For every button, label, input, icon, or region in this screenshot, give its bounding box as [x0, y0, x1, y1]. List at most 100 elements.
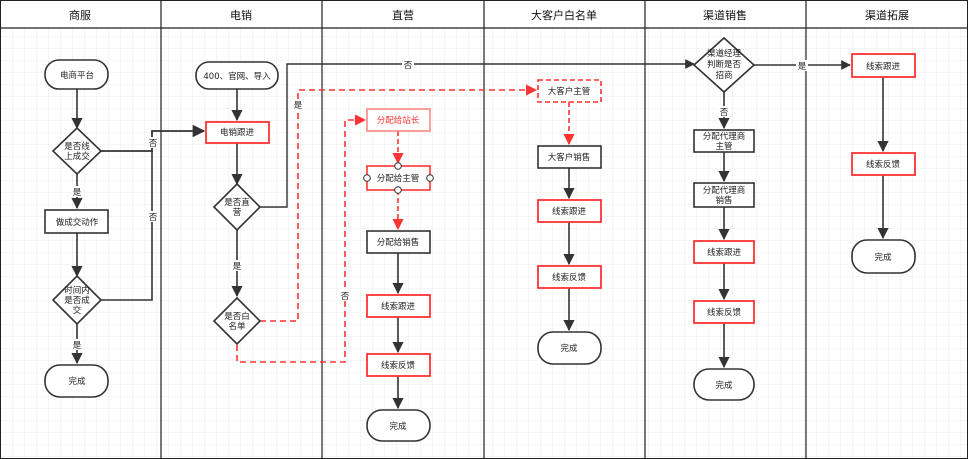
node-do-deal-action[interactable]: 做成交动作 — [44, 209, 109, 234]
connection-handle[interactable] — [363, 174, 371, 182]
lane-header-channel-expand: 渠道拓展 — [865, 8, 909, 22]
node-ka-lead-follow[interactable]: 线索跟进 — [537, 199, 602, 223]
svg-text:完成: 完成 — [560, 343, 578, 354]
lane-header-channel-sales: 渠道销售 — [703, 8, 747, 22]
node-channel-lead-feedback[interactable]: 线索反馈 — [693, 300, 755, 324]
svg-text:是否成: 是否成 — [64, 295, 90, 306]
node-assign-station-head[interactable]: 分配给站长 — [366, 108, 431, 132]
svg-text:销售: 销售 — [715, 195, 732, 206]
edge-label-no: 否 — [149, 213, 158, 223]
decision-is-whitelist[interactable]: 是否白 名单 — [212, 296, 262, 346]
node-expand-lead-feedback[interactable]: 线索反馈 — [851, 152, 916, 176]
node-done-expand[interactable]: 完成 — [851, 239, 916, 274]
svg-text:做成交动作: 做成交动作 — [56, 217, 99, 228]
node-direct-lead-follow[interactable]: 线索跟进 — [366, 294, 431, 318]
svg-text:分配给主管: 分配给主管 — [377, 173, 420, 184]
svg-text:完成: 完成 — [874, 252, 892, 263]
svg-text:分配代理商: 分配代理商 — [703, 185, 746, 196]
svg-text:主管: 主管 — [715, 141, 732, 152]
svg-text:上成交: 上成交 — [64, 151, 90, 162]
decision-deal-in-time[interactable]: 时间内 是否成 交 — [51, 274, 103, 326]
connection-handle[interactable] — [426, 174, 434, 182]
edge-label-yes: 是 — [294, 101, 303, 111]
svg-text:400、官网、导入: 400、官网、导入 — [203, 71, 271, 82]
svg-text:名单: 名单 — [228, 321, 246, 332]
svg-text:判断是否: 判断是否 — [707, 59, 742, 70]
edge-label-bg — [292, 99, 304, 110]
node-lead-sources[interactable]: 400、官网、导入 — [195, 61, 279, 90]
edge-label-yes: 是 — [798, 62, 807, 72]
node-done-ka[interactable]: 完成 — [537, 331, 602, 365]
edge-label-no: 否 — [149, 139, 158, 149]
node-done-direct[interactable]: 完成 — [366, 409, 431, 442]
lane-header-direct: 直营 — [392, 8, 414, 22]
node-assign-agent-sales[interactable]: 分配代理商 销售 — [693, 182, 755, 208]
node-telesales-follow[interactable]: 电销跟进 — [205, 121, 270, 144]
svg-text:电销跟进: 电销跟进 — [220, 127, 255, 138]
edge-label-bg — [232, 260, 242, 271]
svg-text:分配给站长: 分配给站长 — [377, 115, 420, 126]
node-assign-supervisor[interactable]: 分配给主管 — [363, 162, 434, 194]
edge — [260, 59, 695, 208]
svg-text:是否白: 是否白 — [224, 311, 250, 322]
edge-label-bg — [796, 60, 808, 71]
edge-label-no: 否 — [720, 108, 729, 118]
svg-text:是否线: 是否线 — [64, 141, 90, 152]
node-ka-lead-feedback[interactable]: 线索反馈 — [537, 265, 602, 289]
edge-label-no: 否 — [404, 61, 413, 71]
node-key-account-sales[interactable]: 大客户销售 — [537, 145, 602, 169]
edge-label-yes: 是 — [73, 341, 82, 351]
svg-text:线索跟进: 线索跟进 — [707, 247, 742, 258]
svg-text:线索反馈: 线索反馈 — [381, 360, 416, 371]
svg-text:电商平台: 电商平台 — [60, 70, 94, 81]
edge-label-bg — [339, 290, 351, 301]
decision-is-online-deal[interactable]: 是否线 上成交 — [51, 126, 103, 176]
node-assign-sales[interactable]: 分配给销售 — [366, 230, 431, 254]
svg-text:线索反馈: 线索反馈 — [866, 159, 901, 170]
svg-text:线索跟进: 线索跟进 — [866, 61, 901, 72]
svg-text:线索跟进: 线索跟进 — [552, 206, 587, 217]
connection-handle[interactable] — [394, 186, 402, 194]
svg-text:大客户销售: 大客户销售 — [548, 152, 591, 163]
svg-text:是否直: 是否直 — [224, 197, 250, 208]
edge-label-bg — [146, 137, 158, 148]
svg-text:分配给销售: 分配给销售 — [377, 237, 420, 248]
edge-label-bg — [72, 186, 82, 197]
svg-text:渠道经理: 渠道经理 — [707, 48, 742, 59]
svg-text:线索跟进: 线索跟进 — [381, 301, 416, 312]
node-direct-lead-feedback[interactable]: 线索反馈 — [366, 353, 431, 377]
edge-label-yes: 是 — [73, 188, 82, 198]
svg-text:招商: 招商 — [715, 70, 732, 81]
node-expand-lead-follow[interactable]: 线索跟进 — [851, 53, 916, 78]
edge — [101, 151, 153, 301]
lane-header-shangfu: 商服 — [69, 8, 91, 22]
edge-label-bg — [146, 211, 158, 222]
svg-text:大客户主管: 大客户主管 — [548, 86, 591, 97]
edge-label-bg — [402, 59, 414, 70]
edge-label-bg — [718, 106, 730, 117]
decision-is-direct[interactable]: 是否直 营 — [212, 182, 262, 232]
node-done-shangfu[interactable]: 完成 — [44, 364, 109, 398]
lane-header-telesales: 电销 — [230, 8, 252, 22]
edge-label-yes: 是 — [233, 262, 242, 272]
lane-header-key-account: 大客户白名单 — [531, 8, 597, 22]
node-done-channel[interactable]: 完成 — [693, 368, 755, 401]
svg-text:分配代理商: 分配代理商 — [703, 131, 746, 142]
svg-text:线索反馈: 线索反馈 — [552, 272, 587, 283]
node-ecommerce-platform[interactable]: 电商平台 — [44, 59, 109, 90]
svg-text:交: 交 — [73, 305, 82, 316]
edge-label-no: 否 — [341, 292, 350, 302]
svg-text:时间内: 时间内 — [64, 285, 90, 296]
svg-text:完成: 完成 — [68, 376, 86, 387]
node-assign-agent-supervisor[interactable]: 分配代理商 主管 — [693, 129, 755, 153]
svg-text:营: 营 — [233, 207, 242, 218]
edge-label-bg — [72, 339, 82, 350]
svg-text:完成: 完成 — [715, 380, 733, 391]
edge — [260, 84, 538, 322]
decision-channel-manager-judge[interactable]: 渠道经理 判断是否 招商 — [692, 36, 756, 94]
connection-handle[interactable] — [394, 162, 402, 170]
node-channel-lead-follow[interactable]: 线索跟进 — [693, 240, 755, 264]
node-key-account-supervisor[interactable]: 大客户主管 — [537, 79, 602, 103]
